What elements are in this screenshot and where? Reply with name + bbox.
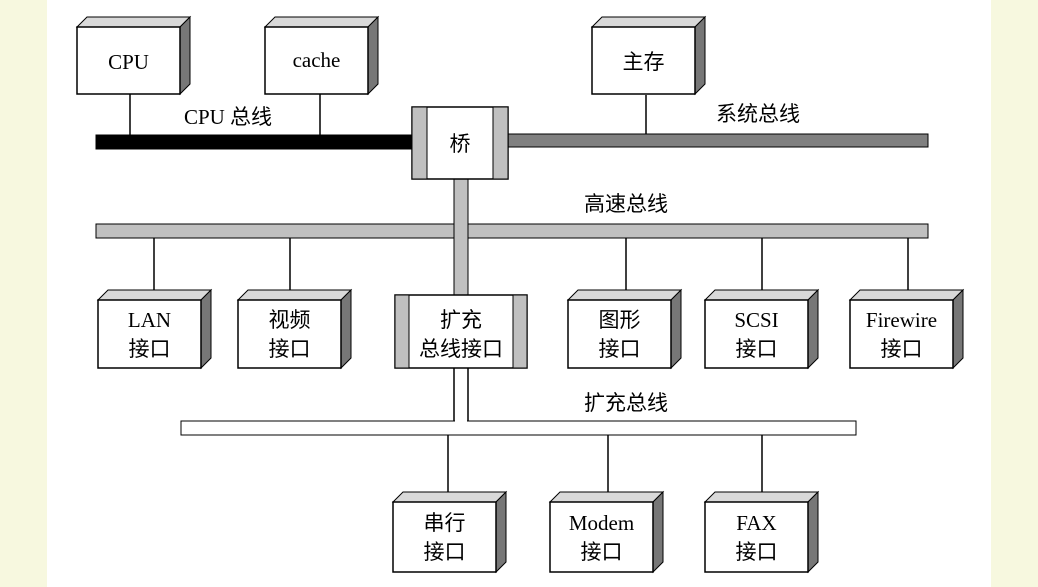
scsi-label-line1: SCSI <box>734 308 778 332</box>
video-interface-box: 视频 接口 <box>236 288 353 370</box>
expansion-bus-label: 扩充总线 <box>584 391 668 415</box>
expansion-bus-interface-label-line2: 总线接口 <box>419 337 503 361</box>
graphics-interface-box: 图形 接口 <box>566 288 683 370</box>
connector-lines <box>129 94 909 492</box>
modem-label-line1: Modem <box>569 511 634 535</box>
bridge-box: 桥 <box>411 106 509 180</box>
lan-label-line2: 接口 <box>129 337 171 361</box>
expansion-junction-fill <box>455 419 467 423</box>
serial-interface-box: 串行 接口 <box>391 490 508 574</box>
serial-label-line1: 串行 <box>424 511 466 535</box>
cpu-bus <box>95 134 413 150</box>
high-speed-bus-label: 高速总线 <box>584 192 668 216</box>
cache-label: cache <box>293 48 341 72</box>
fax-label-line2: 接口 <box>736 540 778 564</box>
graphics-label-line1: 图形 <box>599 308 641 332</box>
main-memory-label: 主存 <box>623 50 665 74</box>
expansion-bus-interface-box: 扩充 总线接口 <box>394 294 528 369</box>
modem-interface-box: Modem 接口 <box>548 490 665 574</box>
fax-interface-box: FAX 接口 <box>703 490 820 574</box>
firewire-interface-box: Firewire 接口 <box>848 288 965 370</box>
bridge-junction-fill <box>455 222 467 240</box>
system-bus <box>507 133 929 148</box>
bridge-label: 桥 <box>450 132 471 156</box>
cache-box: cache <box>263 15 380 96</box>
lan-label-line1: LAN <box>128 308 171 332</box>
cpu-label: CPU <box>108 50 149 74</box>
firewire-label-line1: Firewire <box>866 308 937 332</box>
video-label-line1: 视频 <box>269 308 311 332</box>
graphics-label-line2: 接口 <box>599 337 641 361</box>
expansion-bus <box>180 420 857 436</box>
expansion-bus-interface-label-line1: 扩充 <box>440 308 482 332</box>
scsi-label-line2: 接口 <box>736 337 778 361</box>
fax-label-line1: FAX <box>736 511 776 535</box>
video-label-line2: 接口 <box>269 337 311 361</box>
system-bus-label: 系统总线 <box>716 102 800 126</box>
serial-label-line2: 接口 <box>424 540 466 564</box>
lan-interface-box: LAN 接口 <box>96 288 213 370</box>
cpu-box: CPU <box>75 15 192 96</box>
modem-label-line2: 接口 <box>581 540 623 564</box>
firewire-label-line2: 接口 <box>881 337 923 361</box>
cpu-bus-label: CPU 总线 <box>184 105 272 129</box>
main-memory-box: 主存 <box>590 15 707 96</box>
high-speed-bus <box>95 223 929 239</box>
scsi-interface-box: SCSI 接口 <box>703 288 820 370</box>
